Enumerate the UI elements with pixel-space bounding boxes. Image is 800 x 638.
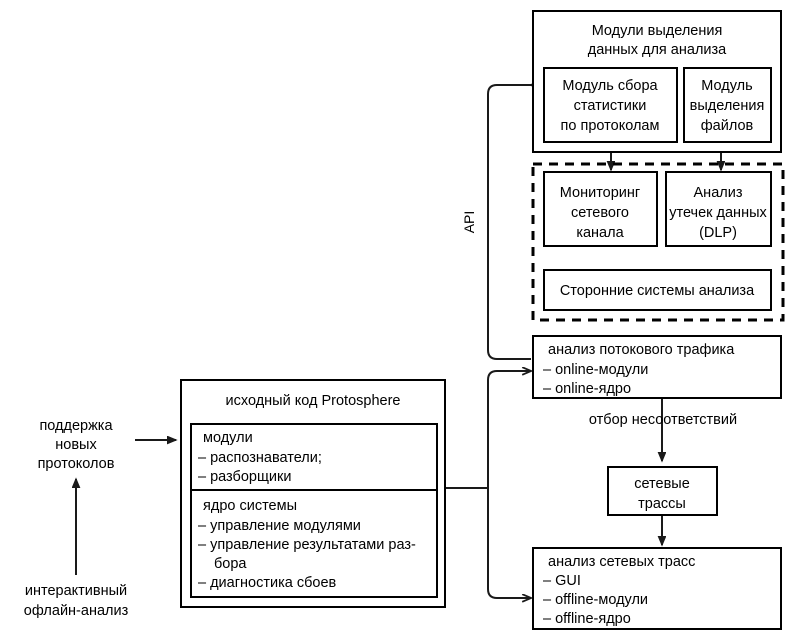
file-extraction-line1: Модуль [701, 78, 752, 94]
network-monitoring-line2: сетевого [571, 205, 629, 221]
extraction-modules-title-line2: данных для анализа [588, 42, 727, 58]
stream-traffic-title: анализ потокового трафика [548, 342, 735, 358]
kernel-title: ядро системы [203, 498, 297, 514]
stats-collection-line2: статистики [574, 98, 647, 114]
network-traces-line1: сетевые [634, 476, 690, 492]
dlp-analysis-line3: (DLP) [699, 225, 737, 241]
dlp-analysis-box [665, 171, 772, 247]
network-monitoring-line1: Мониторинг [560, 185, 640, 201]
trace-analysis-item-2: – offline-ядро [543, 611, 631, 627]
trace-analysis-title: анализ сетевых трасс [548, 554, 695, 570]
kernel-item-2: – диагностика сбоев [198, 575, 337, 591]
network-monitoring-line3: канала [576, 225, 624, 241]
modules-subbox [190, 423, 438, 491]
network-traces-box [607, 466, 718, 516]
dlp-analysis-line2: утечек данных [669, 205, 767, 221]
stream-traffic-item-1: – online-ядро [543, 381, 631, 397]
trace-analysis-item-0: – GUI [543, 573, 581, 589]
stream-traffic-box [532, 335, 782, 399]
dlp-analysis-line1: Анализ [694, 185, 743, 201]
file-extraction-line3: файлов [701, 118, 754, 134]
trace-analysis-item-1: – offline-модули [543, 592, 648, 608]
api-bracket-path [487, 85, 531, 360]
stats-collection-box [543, 67, 678, 143]
third-party-systems-label: Сторонние системы анализа [560, 283, 755, 299]
kernel-subbox [190, 489, 438, 598]
new-protocols-line3: протоколов [38, 456, 115, 472]
offline-analysis-line2: офлайн-анализ [24, 603, 129, 619]
new-protocols-line1: поддержка [39, 418, 113, 434]
right-bracket-up [487, 371, 531, 488]
right-bracket-down [487, 488, 531, 598]
stream-traffic-item-0: – online-модули [543, 362, 648, 378]
stats-collection-line3: по протоколам [561, 118, 660, 134]
offline-analysis-line1: интерактивный [25, 583, 127, 599]
trace-analysis-box [532, 547, 782, 630]
new-protocols-line2: новых [55, 437, 97, 453]
api-label: API [461, 211, 477, 234]
kernel-item-1-wrap: бора [214, 556, 247, 572]
network-monitoring-box [543, 171, 658, 247]
source-code-title: исходный код Protosphere [226, 393, 401, 409]
mismatch-selection-label: отбор несоответствий [589, 412, 737, 428]
file-extraction-line2: выделения [690, 98, 765, 114]
third-party-systems-box [543, 269, 772, 311]
extraction-modules-title-line1: Модули выделения [592, 23, 723, 39]
file-extraction-box [683, 67, 772, 143]
modules-title: модули [203, 430, 253, 446]
third-party-dashed-container [531, 162, 785, 322]
network-traces-line2: трассы [638, 496, 686, 512]
stats-collection-line1: Модуль сбора [562, 78, 658, 94]
modules-item-1: – разборщики [198, 469, 291, 485]
kernel-item-0: – управление модулями [198, 518, 361, 534]
modules-item-0: – распознаватели; [198, 450, 322, 466]
kernel-item-1: – управление результатами раз- [198, 537, 416, 553]
